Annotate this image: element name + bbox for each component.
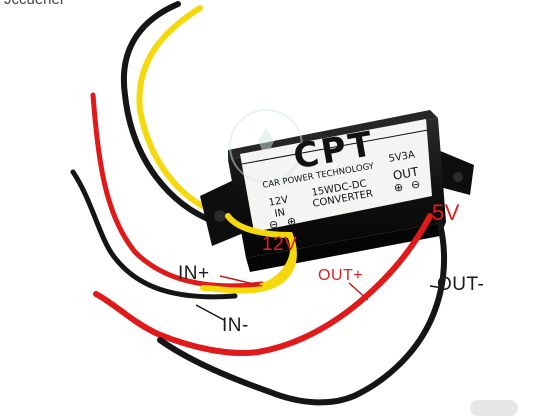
- output-negative-symbol: ⊖: [409, 177, 422, 192]
- input-negative-symbol: ⊖: [267, 217, 280, 232]
- out-plus-callout: OUT+: [318, 267, 364, 284]
- output-positive-symbol: ⊕: [392, 180, 405, 195]
- in-minus-pointer: [195, 304, 225, 321]
- out-minus-pointer: [429, 285, 445, 289]
- input-positive-symbol: ⊕: [285, 214, 298, 229]
- yellow-extra: [259, 239, 296, 289]
- label-panel: [240, 119, 432, 232]
- input-voltage-callout: 12V: [262, 234, 298, 255]
- corner-control-icon[interactable]: [470, 400, 518, 416]
- red-output-wire: [93, 213, 433, 357]
- yellow-front-wire: [200, 213, 297, 294]
- black-input-wire: [70, 169, 238, 300]
- red-input-wire: [90, 92, 265, 289]
- caption-fragment: Jccuener: [4, 0, 65, 8]
- yellow-back-wire: [136, 5, 228, 218]
- in-minus-callout: IN-: [222, 315, 249, 336]
- output-voltage-callout: 5V: [432, 200, 460, 225]
- out-minus-callout: OUT-: [437, 274, 485, 295]
- in-plus-pointer: [219, 275, 263, 287]
- in-plus-callout: IN+: [178, 263, 210, 284]
- black-back-wire: [120, 1, 218, 225]
- out-plus-pointer: [348, 282, 369, 301]
- black-output-wire: [157, 221, 448, 406]
